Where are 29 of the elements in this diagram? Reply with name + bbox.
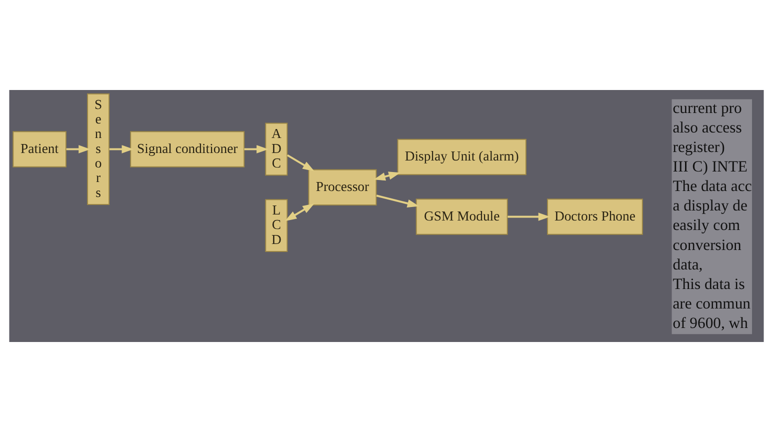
label: of 9600, wh [672,315,748,332]
label: a display de [672,198,748,215]
label: data, [672,256,703,274]
label: III C) INTE [672,158,748,176]
node-box: Processor [308,169,377,206]
node-box: GSM Module [416,198,508,235]
label: This data is [672,276,745,293]
label: conversion [672,236,742,254]
label: current pro [672,100,742,117]
label: also access [672,119,742,136]
label: are commun [672,296,750,313]
node-box: Display Unit (alarm) [397,138,526,176]
label: The data acc [672,178,752,196]
arrow [66,145,90,154]
arrow [376,194,420,208]
node-box: Signal conditioner [130,131,245,168]
arrow [508,212,550,221]
arrow [244,145,268,154]
arrow [284,204,314,222]
node-box: LCD [265,199,288,252]
arrow [374,172,400,181]
node-box: Doctors Phone [547,198,643,235]
label: register) [672,138,725,156]
arrow [109,145,134,154]
arrow [286,154,314,172]
node-box: Sensors [87,93,110,205]
node-box: Patient [12,131,66,168]
label: easily com [672,217,740,234]
node-box: ADC [265,122,288,176]
